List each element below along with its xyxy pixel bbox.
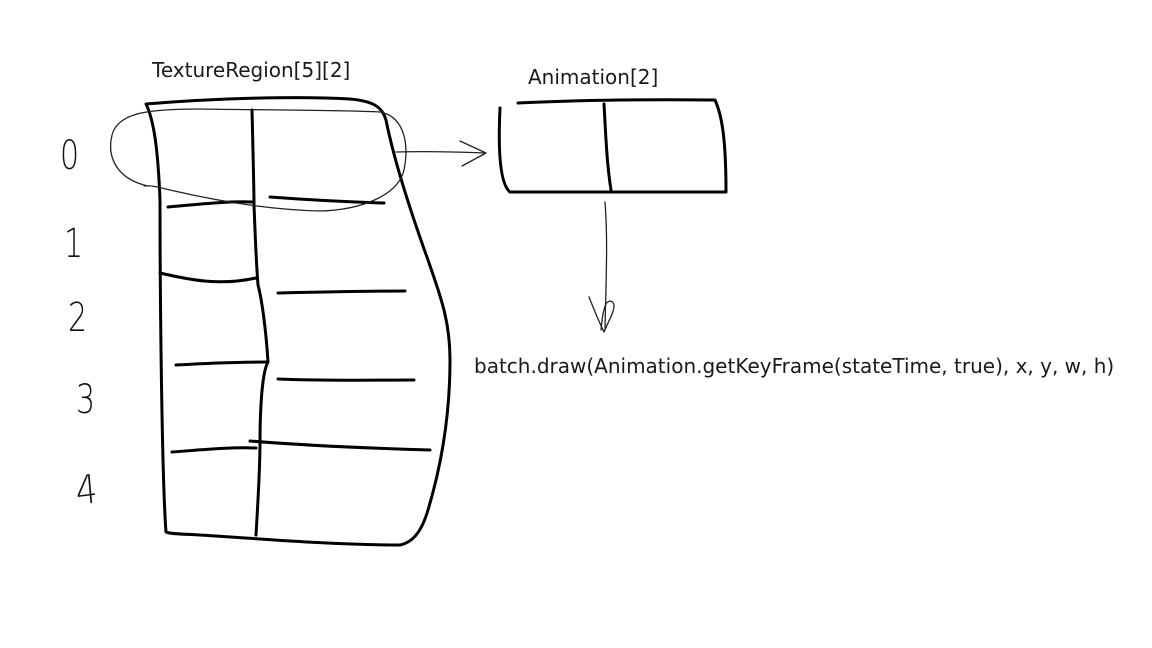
texture-grid-row-line-3-left [174,360,270,367]
texture-grid-row-line-2-right [276,289,407,295]
row-index-3: 3 [76,377,96,423]
arrow-animation-to-draw-head [588,296,615,333]
texture-grid-row-line-3-right [276,377,416,382]
texture-grid-outline [144,96,452,547]
animation-box-divider [602,102,613,192]
row-index-2: 2 [68,295,88,341]
arrow-row0-to-animation-head [459,140,487,167]
batch-draw-code-label: batch.draw(Animation.getKeyFrame(stateTi… [474,354,1115,378]
row-index-4: 4 [73,466,100,515]
row-index-1: 1 [64,221,84,267]
texture-grid-row-line-4-left [170,446,258,454]
texture-grid-column-divider [250,108,270,537]
texture-grid-row-line-4-right [248,439,432,452]
animation-box-outline [497,98,728,194]
texture-grid-row-line-2-left [158,271,258,284]
arrow-row0-to-animation-line [395,150,486,154]
animation-label: Animation[2] [528,65,659,89]
row-index-0: 0 [60,133,80,179]
row-0-highlight-ellipse [110,108,407,212]
texture-grid-row-line-1-right [268,195,386,205]
texture-grid-row-line-1-left [166,200,254,209]
arrow-animation-to-draw-line [604,201,608,331]
texture-region-label: TextureRegion[5][2] [152,58,351,82]
